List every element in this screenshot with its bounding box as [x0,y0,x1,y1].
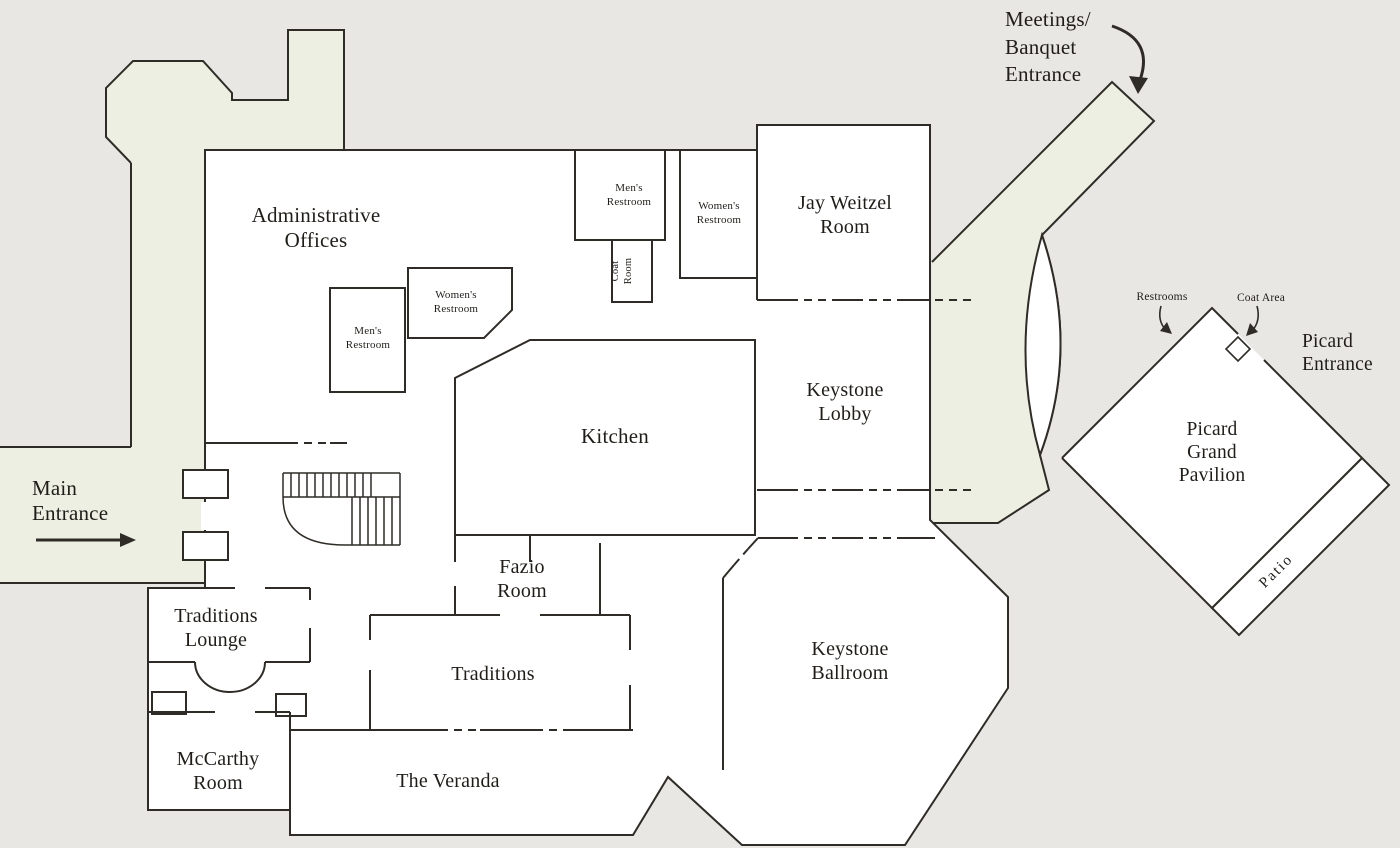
label-picard-grand-pavilion: Picard Grand Pavilion [1178,419,1246,486]
label-main-entrance: Main Entrance [32,476,109,525]
label-mens-restroom-upper: Men's Restroom [606,182,652,208]
vestibule-box-upper [182,469,229,499]
curved-wall-crescent [1024,231,1062,459]
label-womens-restroom-admin: Women's Restroom [433,289,479,315]
label-traditions-lounge: Traditions Lounge [174,605,258,651]
label-coat-area: Coat Area [1236,292,1286,304]
label-the-veranda: The Veranda [396,770,500,792]
label-fazio-room: Fazio Room [497,556,547,602]
label-meetings-banquet-entrance: Meetings/ Banquet Entrance [1005,7,1091,87]
staircase [282,472,401,546]
label-keystone-lobby: Keystone Lobby [806,379,884,425]
label-picard-entrance: Picard Entrance [1302,331,1373,375]
label-traditions: Traditions [451,663,535,685]
building-outline [147,124,1009,846]
pavilion-diamond-outline [1061,306,1364,610]
entrance-door-gap [201,502,209,530]
label-kitchen: Kitchen [581,424,649,448]
label-womens-restroom-upper: Women's Restroom [696,200,742,226]
label-jay-weitzel-room: Jay Weitzel Room [797,192,893,238]
corridor-vertical-fill [131,163,205,447]
picard-pavilion [1061,306,1391,637]
restrooms-arrow-icon [1159,305,1172,334]
corridor-main-entrance-fill [0,447,205,583]
label-administrative-offices: Administrative Offices [251,203,381,252]
main-entrance-arrow-icon [36,533,136,547]
label-keystone-ballroom: Keystone Ballroom [811,638,889,684]
label-restrooms: Restrooms [1136,291,1188,303]
arrows [36,24,1259,547]
door-opening-dashes [290,299,975,731]
vestibule-box-lower [182,531,229,561]
coat-area-arrow-icon [1246,305,1259,336]
label-mccarthy-room: McCarthy Room [176,748,260,794]
label-mens-restroom-admin: Men's Restroom [345,325,391,351]
label-coat-room: Coat Room [610,257,634,285]
interior-walls [148,150,935,810]
coat-area-marker [1224,335,1252,363]
meetings-banquet-arrow-icon [1111,24,1148,94]
corridor-topleft-fill [106,30,344,163]
